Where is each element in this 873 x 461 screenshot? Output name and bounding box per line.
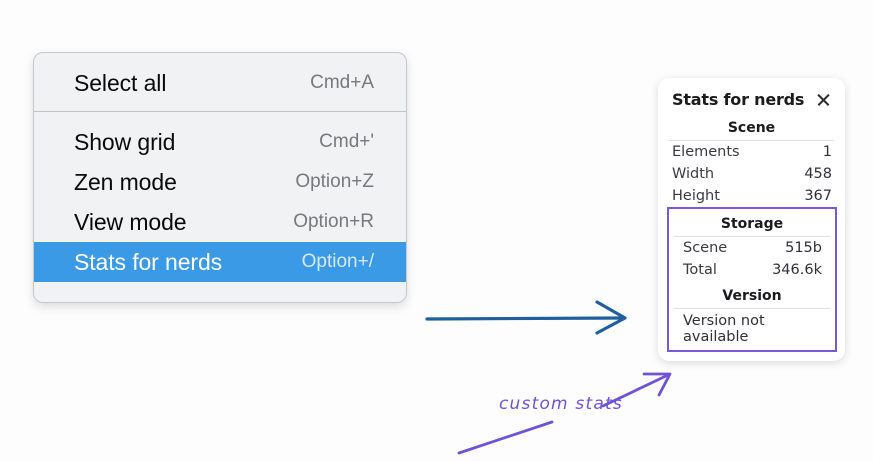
menu-item-label: Zen mode [74,168,177,195]
stats-row-height: Height 367 [658,185,845,207]
menu-item-label: View mode [74,208,187,235]
divider [674,308,830,309]
menu-item-shortcut: Option+Z [295,171,374,192]
stats-row-elements: Elements 1 [658,141,845,163]
menu-item-view-mode[interactable]: View mode Option+R [34,202,406,242]
stats-section-storage: Storage Scene 515b Total 346.6k [669,209,835,281]
context-menu-section-2: Show grid Cmd+' Zen mode Option+Z View m… [34,112,406,282]
menu-item-show-grid[interactable]: Show grid Cmd+' [34,122,406,162]
menu-item-label: Select all [74,69,167,96]
menu-item-stats-for-nerds[interactable]: Stats for nerds Option+/ [34,242,406,282]
context-menu-section-1: Select all Cmd+A [34,53,406,111]
stats-section-scene: Scene Elements 1 Width 458 Height 367 [658,109,845,207]
stats-row-value: 367 [804,188,832,204]
stats-row-value: 346.6k [772,262,822,278]
blue-arrow [425,300,627,335]
stats-row-value: 515b [785,240,822,256]
context-menu-footer-spacer [34,282,406,302]
context-menu: Select all Cmd+A Show grid Cmd+' Zen mod… [33,52,407,303]
stats-version-text: Version not available [683,313,765,345]
stats-panel-body: Scene Elements 1 Width 458 Height 367 [658,109,845,352]
menu-item-zen-mode[interactable]: Zen mode Option+Z [34,162,406,202]
stats-for-nerds-panel: Stats for nerds Scene Elements 1 Width 4… [658,78,845,361]
stats-row-key: Width [672,166,715,182]
stats-row-storage-total: Total 346.6k [669,259,835,281]
menu-item-shortcut: Option+/ [301,251,374,272]
stats-row-value: 458 [804,166,832,182]
divider [674,236,830,237]
custom-stats-caption: custom stats [499,394,623,414]
stats-row-width: Width 458 [658,163,845,185]
purple-underline-stroke [457,420,554,455]
divider [669,140,834,141]
menu-item-label: Show grid [74,128,176,155]
menu-item-shortcut: Cmd+A [310,72,374,93]
menu-item-shortcut: Cmd+' [319,131,374,152]
stats-row-key: Height [672,188,720,204]
stats-row-key: Total [683,262,717,278]
stats-row-key: Scene [683,240,728,256]
stats-section-version: Version Version not available [669,281,835,348]
stats-row-value: 1 [822,144,832,160]
close-icon[interactable] [815,91,832,108]
menu-divider [34,111,406,112]
stats-row-key: Elements [672,144,740,160]
menu-item-select-all[interactable]: Select all Cmd+A [34,63,406,103]
stats-panel-title: Stats for nerds [672,90,805,109]
stats-section-heading: Version [722,288,782,304]
custom-stats-highlight-box: Storage Scene 515b Total 346.6k Version … [667,207,837,352]
stats-panel-header: Stats for nerds [658,88,845,109]
stats-section-heading: Storage [720,216,784,232]
menu-item-label: Stats for nerds [74,248,223,275]
stats-row-storage-scene: Scene 515b [669,237,835,259]
stats-section-heading: Scene [727,120,776,136]
menu-item-shortcut: Option+R [293,211,374,232]
